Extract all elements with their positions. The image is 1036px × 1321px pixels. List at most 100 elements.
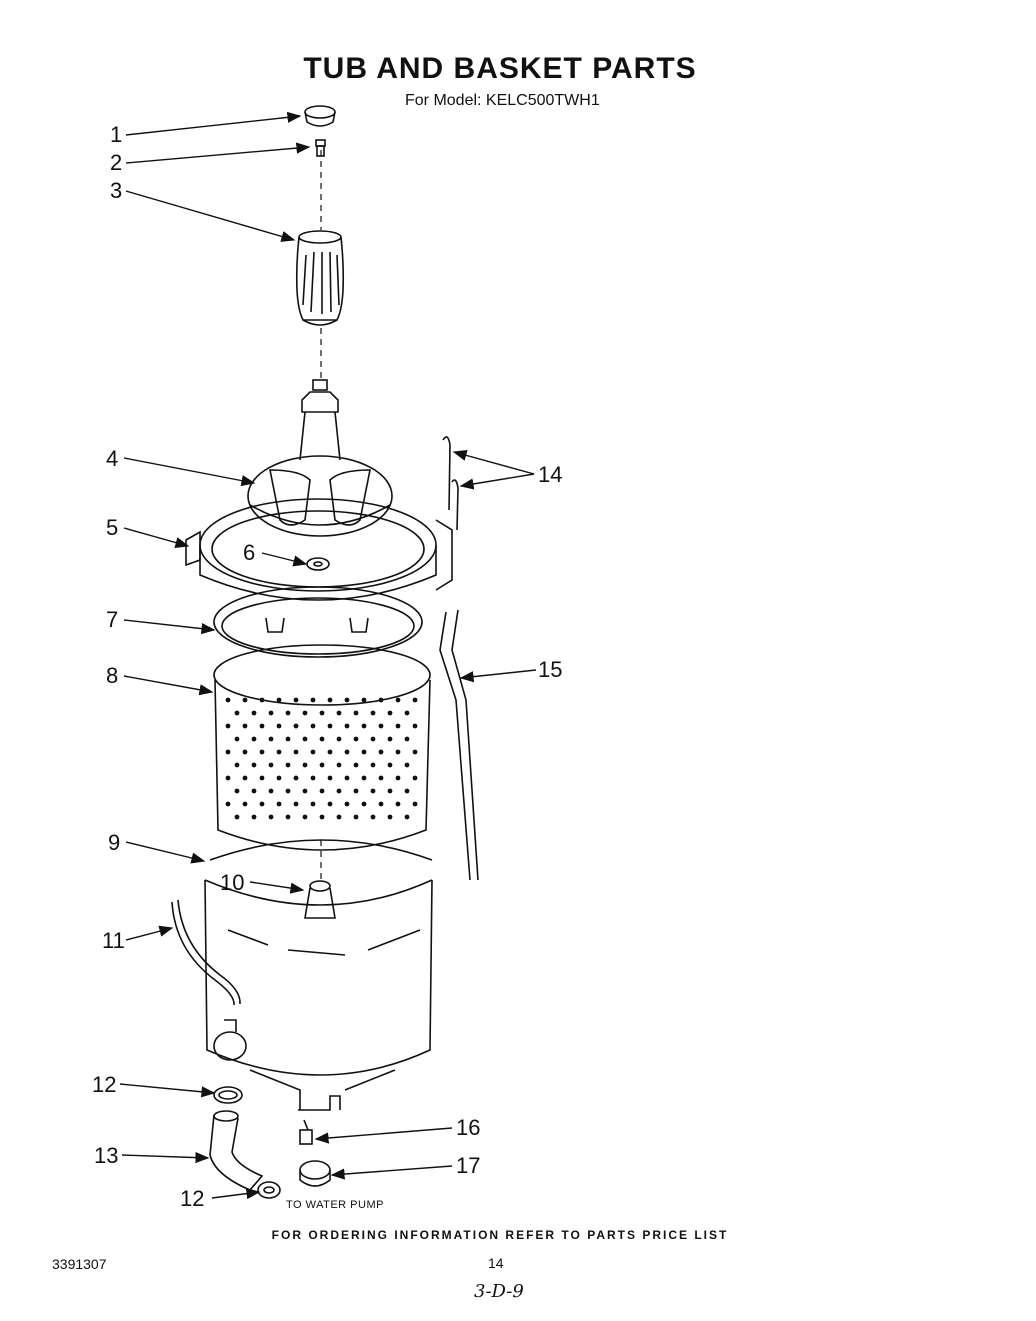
part-12-clamp-upper <box>213 1086 243 1104</box>
perforation-dot <box>251 814 257 820</box>
perforation-dot <box>404 814 410 820</box>
callout-16: 16 <box>456 1115 481 1140</box>
perforation-dot <box>234 788 240 794</box>
perforation-dot <box>387 788 393 794</box>
perforation-dot <box>225 697 231 703</box>
part-3-agitator-extension <box>295 230 345 326</box>
perforation-dot <box>344 749 350 755</box>
perforation-dot <box>268 736 274 742</box>
perforation-dot <box>319 710 325 716</box>
perforation-dot <box>370 710 376 716</box>
perforation-dot <box>302 762 308 768</box>
callout-10: 10 <box>220 870 245 895</box>
perforation-dot <box>310 801 316 807</box>
perforation-dot <box>285 710 291 716</box>
perforation-dot <box>378 749 384 755</box>
perforation-dot <box>395 801 401 807</box>
perforation-dot <box>395 749 401 755</box>
perforation-dot <box>242 801 248 807</box>
perforation-dot <box>378 801 384 807</box>
perforation-dot <box>293 697 299 703</box>
perforation-dot <box>242 697 248 703</box>
part-14-clips <box>442 436 459 531</box>
part-4-agitator <box>247 379 393 537</box>
perforation-dot <box>395 697 401 703</box>
perforation-dot <box>361 749 367 755</box>
perforation-dot <box>412 697 418 703</box>
perforation-dot <box>276 697 282 703</box>
part-7-balance-ring <box>213 586 423 658</box>
perforation-dot <box>251 788 257 794</box>
perforation-dot <box>319 788 325 794</box>
perforation-dot <box>259 697 265 703</box>
perforation-dot <box>361 697 367 703</box>
perforation-dot <box>336 814 342 820</box>
perforation-dot <box>327 749 333 755</box>
perforation-dot <box>276 801 282 807</box>
perforation-dot <box>412 775 418 781</box>
callout-4: 4 <box>106 446 119 471</box>
perforation-dot <box>268 710 274 716</box>
perforation-dot <box>234 736 240 742</box>
perforation-dot <box>225 775 231 781</box>
part-15-strap <box>439 609 479 881</box>
perforation-dot <box>310 697 316 703</box>
perforation-dot <box>370 814 376 820</box>
perforation-dot <box>327 697 333 703</box>
perforation-dot <box>404 762 410 768</box>
perforation-dot <box>225 801 231 807</box>
perforation-dot <box>387 762 393 768</box>
perforation-dot <box>293 749 299 755</box>
perforation-dot <box>370 762 376 768</box>
callout-5: 5 <box>106 515 119 540</box>
perforation-dot <box>361 801 367 807</box>
perforation-dot <box>378 697 384 703</box>
perforation-dot <box>412 723 418 729</box>
part-16-bolt <box>299 1119 313 1145</box>
perforation-dot <box>259 723 265 729</box>
perforation-dot <box>353 788 359 794</box>
perforation-dot <box>225 723 231 729</box>
perforation-dot <box>336 762 342 768</box>
leader-lines <box>119 111 537 1200</box>
callout-6: 6 <box>243 540 256 565</box>
perforation-dot <box>293 775 299 781</box>
perforation-dot <box>353 762 359 768</box>
perforation-dot <box>251 710 257 716</box>
perforation-dot <box>404 788 410 794</box>
callout-8: 8 <box>106 663 119 688</box>
perforation-dot <box>285 788 291 794</box>
perforation-dot <box>302 710 308 716</box>
perforation-dot <box>319 814 325 820</box>
callout-3: 3 <box>110 178 123 203</box>
callout-7: 7 <box>106 607 119 632</box>
perforation-dot <box>404 736 410 742</box>
perforation-dot <box>336 710 342 716</box>
perforation-dot <box>370 788 376 794</box>
perforation-dot <box>353 710 359 716</box>
callout-1: 1 <box>110 122 123 147</box>
model-subtitle: For Model: KELC500TWH1 <box>405 92 600 109</box>
perforation-dot <box>404 710 410 716</box>
perforation-dot <box>327 801 333 807</box>
perforation-dot <box>242 723 248 729</box>
part-5-tub-ring <box>185 498 453 601</box>
handwritten-note: 3-D-9 <box>474 1281 524 1302</box>
document-number: 3391307 <box>52 1256 107 1272</box>
perforation-dot <box>234 762 240 768</box>
tub-drain-outlet <box>213 1019 247 1061</box>
part-2-bolt <box>315 139 326 157</box>
perforation-dot <box>285 762 291 768</box>
water-pump-note: TO WATER PUMP <box>286 1199 384 1211</box>
perforation-dot <box>259 749 265 755</box>
perforation-dot <box>412 749 418 755</box>
perforation-dot <box>276 749 282 755</box>
callout-12-upper: 12 <box>92 1072 117 1097</box>
perforation-dot <box>336 736 342 742</box>
perforation-dot <box>285 736 291 742</box>
perforation-dot <box>378 775 384 781</box>
part-10-drive-hub <box>304 880 336 919</box>
callout-17: 17 <box>456 1153 481 1178</box>
perforation-dot <box>259 775 265 781</box>
